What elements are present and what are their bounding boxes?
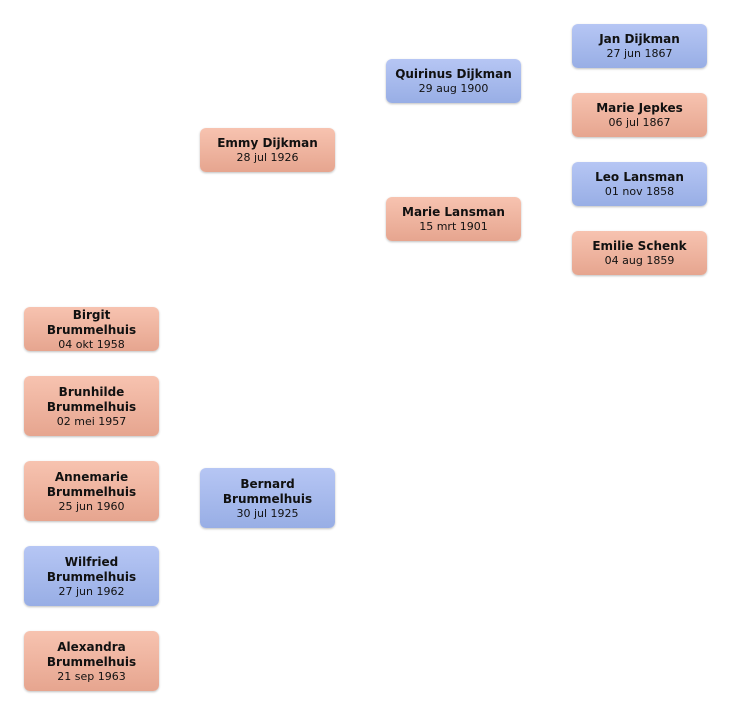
person-card-marie-lansman[interactable]: Marie Lansman 15 mrt 1901 xyxy=(386,197,521,241)
person-name: Quirinus Dijkman xyxy=(395,67,512,81)
person-card-alexandra-brummelhuis[interactable]: Alexandra Brummelhuis 21 sep 1963 xyxy=(24,631,159,691)
person-birth-date: 28 jul 1926 xyxy=(236,151,299,164)
person-card-annemarie-brummelhuis[interactable]: Annemarie Brummelhuis 25 jun 1960 xyxy=(24,461,159,521)
person-card-brunhilde-brummelhuis[interactable]: Brunhilde Brummelhuis 02 mei 1957 xyxy=(24,376,159,436)
person-name: Brunhilde Brummelhuis xyxy=(46,384,137,414)
person-birth-date: 30 jul 1925 xyxy=(236,506,299,520)
person-card-quirinus-dijkman[interactable]: Quirinus Dijkman 29 aug 1900 xyxy=(386,59,521,103)
person-card-bernard-brummelhuis[interactable]: Bernard Brummelhuis 30 jul 1925 xyxy=(200,468,335,528)
person-name: Annemarie Brummelhuis xyxy=(46,469,137,499)
person-birth-date: 15 mrt 1901 xyxy=(419,220,488,233)
person-name: Jan Dijkman xyxy=(599,32,680,46)
person-birth-date: 25 jun 1960 xyxy=(58,499,125,513)
person-name: Birgit Brummelhuis xyxy=(46,307,137,337)
person-birth-date: 01 nov 1858 xyxy=(604,185,675,198)
person-birth-date: 27 jun 1962 xyxy=(58,584,125,598)
person-name: Marie Lansman xyxy=(402,205,505,219)
person-card-emilie-schenk[interactable]: Emilie Schenk 04 aug 1859 xyxy=(572,231,707,275)
person-name: Marie Jepkes xyxy=(596,101,683,115)
person-name: Leo Lansman xyxy=(595,170,684,184)
person-card-emmy-dijkman[interactable]: Emmy Dijkman 28 jul 1926 xyxy=(200,128,335,172)
person-card-leo-lansman[interactable]: Leo Lansman 01 nov 1858 xyxy=(572,162,707,206)
person-birth-date: 02 mei 1957 xyxy=(56,414,127,428)
person-card-marie-jepkes[interactable]: Marie Jepkes 06 jul 1867 xyxy=(572,93,707,137)
person-birth-date: 04 okt 1958 xyxy=(58,337,125,351)
person-card-birgit-brummelhuis[interactable]: Birgit Brummelhuis 04 okt 1958 xyxy=(24,307,159,351)
person-birth-date: 29 aug 1900 xyxy=(418,82,489,95)
person-name: Bernard Brummelhuis xyxy=(222,476,313,506)
person-birth-date: 27 jun 1867 xyxy=(606,47,673,60)
person-name: Emilie Schenk xyxy=(592,239,687,253)
person-name: Wilfried Brummelhuis xyxy=(46,554,137,584)
person-birth-date: 04 aug 1859 xyxy=(604,254,675,267)
person-card-jan-dijkman[interactable]: Jan Dijkman 27 jun 1867 xyxy=(572,24,707,68)
person-card-wilfried-brummelhuis[interactable]: Wilfried Brummelhuis 27 jun 1962 xyxy=(24,546,159,606)
person-name: Emmy Dijkman xyxy=(217,136,318,150)
person-birth-date: 06 jul 1867 xyxy=(608,116,671,129)
person-birth-date: 21 sep 1963 xyxy=(57,669,126,683)
person-name: Alexandra Brummelhuis xyxy=(46,639,137,669)
